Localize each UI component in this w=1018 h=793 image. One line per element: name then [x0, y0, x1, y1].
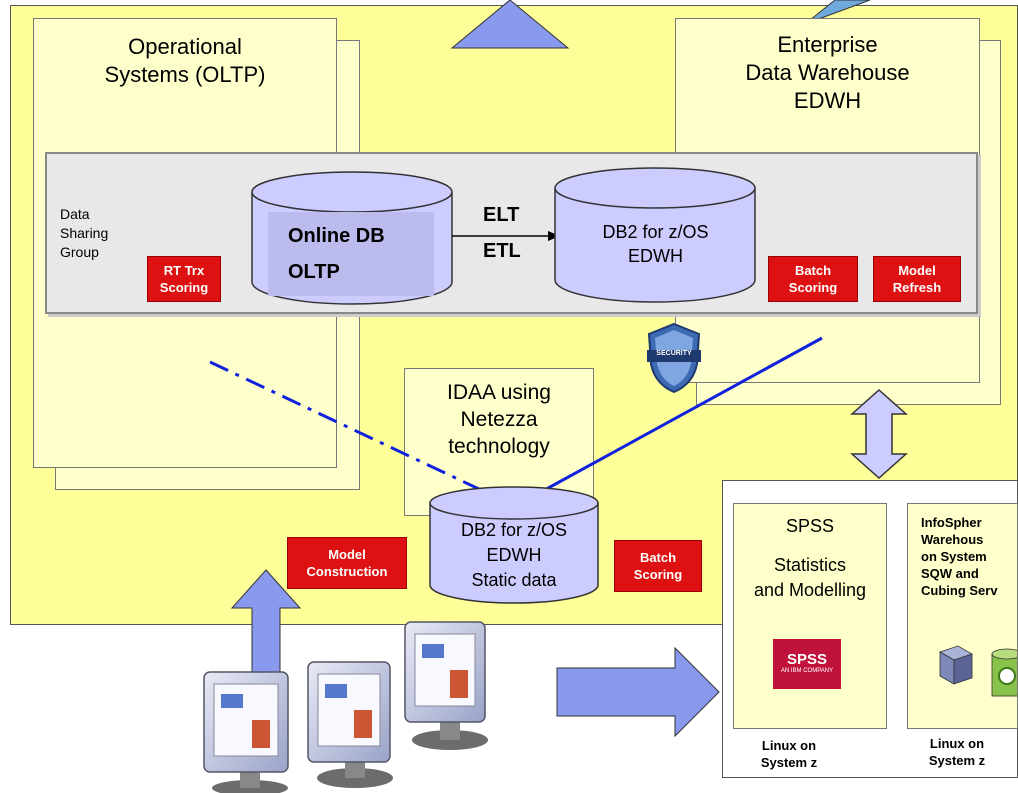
infosphere-line3: on System [921, 549, 987, 564]
idaa-title: IDAA using Netezza technology [405, 379, 593, 460]
rt-trx-line1: RT Trx [163, 263, 205, 278]
db2-edwh-line1: DB2 for z/OS [602, 222, 709, 242]
monitor-icon [404, 621, 488, 750]
online-db-line1: Online DB [288, 225, 385, 247]
rt-trx-line2: Scoring [159, 280, 209, 295]
db2-static-label: DB2 for z/OS EDWH Static data [428, 518, 600, 593]
db2-edwh-line2: EDWH [628, 246, 683, 266]
linux-label-left: Linux on System z [733, 737, 845, 771]
elt-label: ELT [483, 204, 520, 226]
batch-scoring-bottom-line2: Scoring [633, 567, 683, 582]
spss-panel: SPSS Statistics and Modelling SPSS AN IB… [733, 503, 887, 729]
security-shield-icon [647, 322, 701, 394]
etl-label: ETL [483, 240, 521, 262]
infosphere-panel: InfoSpher Warehous on System SQW and Cub… [907, 503, 1018, 729]
idaa-line2: Netezza [460, 408, 538, 431]
dash-dot-connector [209, 360, 499, 500]
dsg-line2: Sharing [60, 225, 109, 241]
batch-scoring-bottom-line1: Batch [639, 550, 677, 565]
db2-static-line3: Static data [471, 570, 557, 590]
operational-title-line1: Operational [128, 34, 242, 59]
db2-edwh-cylinder-icon [554, 167, 756, 303]
up-triangle-icon [450, 0, 570, 49]
db2-static-line1: DB2 for z/OS [460, 520, 568, 540]
model-refresh-line1: Model [898, 263, 936, 278]
data-cube-icon [939, 645, 973, 685]
edwh-title-line1: Enterprise [777, 32, 878, 57]
spss-description: Statistics and Modelling [734, 553, 886, 603]
edwh-title-line2: Data Warehouse [745, 60, 910, 85]
spss-line2: and Modelling [753, 580, 867, 600]
online-db-cylinder-icon [251, 171, 453, 305]
spss-logo: SPSS AN IBM COMPANY [773, 639, 841, 689]
elt-etl-arrow-icon [452, 231, 560, 241]
spss-logo-sub: AN IBM COMPANY [780, 668, 834, 674]
batch-scoring-top-line1: Batch [794, 263, 832, 278]
infosphere-line5: Cubing Serv [921, 583, 998, 598]
idaa-line1: IDAA using [447, 381, 551, 404]
monitor-icon [307, 661, 393, 788]
infosphere-line4: SQW and [921, 566, 979, 581]
online-db-line2: OLTP [288, 261, 340, 283]
model-construction-line2: Construction [306, 564, 388, 579]
linux-right-line2: System z [928, 753, 986, 768]
model-refresh-line2: Refresh [892, 280, 942, 295]
cube-and-gear-icons [939, 645, 1017, 697]
db2-edwh-label: DB2 for z/OS EDWH [553, 220, 758, 268]
gear-can-icon [991, 648, 1017, 697]
solid-connector [529, 336, 823, 500]
edwh-title: Enterprise Data Warehouse EDWH [676, 31, 979, 115]
model-construction-line1: Model [328, 547, 366, 562]
dsg-line1: Data [60, 206, 90, 222]
double-arrow-icon [850, 388, 908, 480]
right-arrow-icon [556, 646, 720, 738]
idaa-line3: technology [448, 435, 550, 458]
edwh-title-line3: EDWH [793, 88, 862, 113]
user-workstations [203, 621, 488, 793]
linux-left-line1: Linux on [761, 738, 817, 753]
online-db-label: Online DB OLTP [268, 218, 434, 290]
spss-title: SPSS [785, 516, 835, 536]
dsg-line3: Group [60, 244, 99, 260]
infosphere-line1: InfoSpher [921, 515, 982, 530]
db2-static-cylinder-icon [429, 486, 599, 604]
spss-logo-text: SPSS [786, 651, 828, 668]
linux-label-right: Linux on System z [907, 735, 1007, 769]
linux-left-line2: System z [760, 755, 818, 770]
security-badge-label: SECURITY [656, 350, 692, 357]
db2-static-line2: EDWH [486, 545, 542, 565]
infosphere-description: InfoSpher Warehous on System SQW and Cub… [908, 514, 1017, 599]
monitor-icon [203, 671, 289, 793]
batch-scoring-top-line2: Scoring [788, 280, 838, 295]
linux-right-line1: Linux on [929, 736, 985, 751]
spss-line1: Statistics [773, 555, 847, 575]
data-sharing-group-label: Data Sharing Group [60, 205, 140, 262]
infosphere-line2: Warehous [921, 532, 984, 547]
operational-title: Operational Systems (OLTP) [34, 33, 336, 89]
operational-title-line2: Systems (OLTP) [104, 62, 266, 87]
